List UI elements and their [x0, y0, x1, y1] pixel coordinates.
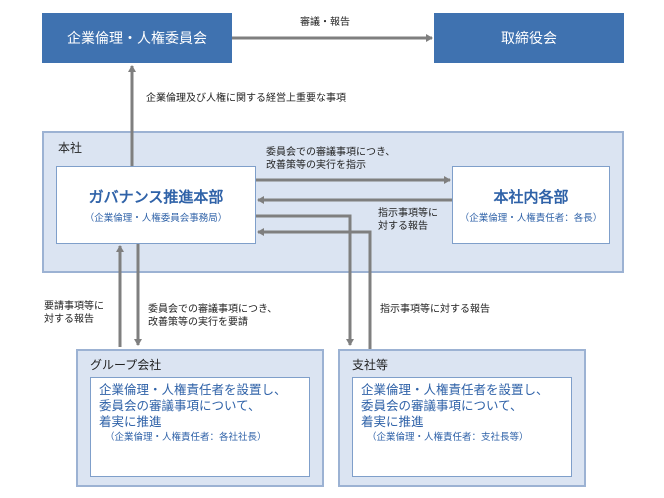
- branch-report-label: 指示事項等に対する報告: [380, 304, 490, 315]
- committee-box: 企業倫理・人権委員会: [42, 13, 232, 63]
- req-report-label-1: 要請事項等に: [44, 301, 104, 312]
- deliberation-label: 審議・報告: [300, 17, 350, 28]
- important-matters-label: 企業倫理及び人権に関する経営上重要な事項: [146, 93, 346, 104]
- branch-line3: 着実に推進: [361, 414, 424, 429]
- hq-report-label-1: 指示事項等に: [378, 208, 438, 219]
- group-title: グループ会社: [90, 358, 162, 372]
- governance-sub: （企業倫理・人権委員会事務局）: [84, 213, 228, 224]
- branch-line2: 委員会の審議事項について、: [361, 398, 523, 413]
- branch-title: 支社等: [352, 358, 389, 372]
- instruct-label-2: 改善策等の実行を指示: [266, 160, 366, 171]
- branch-sub: （企業倫理・人権責任者：支社長等）: [367, 432, 529, 443]
- departments-box: 本社内各部 （企業倫理・人権責任者：各長）: [452, 166, 610, 244]
- governance-box: ガバナンス推進本部 （企業倫理・人権委員会事務局）: [56, 166, 256, 244]
- departments-sub: （企業倫理・人権責任者：各長）: [459, 213, 603, 224]
- governance-name: ガバナンス推進本部: [88, 188, 224, 206]
- group-line1: 企業倫理・人権責任者を設置し、: [99, 382, 287, 397]
- hq-title: 本社: [58, 141, 83, 155]
- instruct-label-1: 委員会での審議事項につき、: [266, 147, 396, 158]
- departments-name: 本社内各部: [493, 188, 569, 206]
- group-panel: グループ会社 企業倫理・人権責任者を設置し、 委員会の審議事項について、 着実に…: [76, 349, 324, 487]
- group-line3: 着実に推進: [99, 414, 162, 429]
- board-label: 取締役会: [501, 31, 557, 47]
- group-sub: （企業倫理・人権責任者：各社社長）: [105, 432, 267, 443]
- branch-info-box: 企業倫理・人権責任者を設置し、 委員会の審議事項について、 着実に推進 （企業倫…: [352, 377, 572, 477]
- arrow-branch-governance: [257, 228, 372, 349]
- branch-line1: 企業倫理・人権責任者を設置し、: [361, 382, 549, 397]
- group-line2: 委員会の審議事項について、: [99, 398, 261, 413]
- branch-panel: 支社等 企業倫理・人権責任者を設置し、 委員会の審議事項について、 着実に推進 …: [338, 349, 586, 487]
- request-label-1: 委員会での審議事項につき、: [148, 304, 278, 315]
- hq-report-label-2: 対する報告: [378, 221, 428, 232]
- arrow-governance-branch: [256, 214, 354, 346]
- committee-label: 企業倫理・人権委員会: [67, 31, 207, 47]
- group-info-box: 企業倫理・人権責任者を設置し、 委員会の審議事項について、 着実に推進 （企業倫…: [90, 377, 310, 477]
- request-label-2: 改善策等の実行を要請: [148, 317, 248, 328]
- board-box: 取締役会: [434, 13, 624, 63]
- req-report-label-2: 対する報告: [44, 314, 94, 325]
